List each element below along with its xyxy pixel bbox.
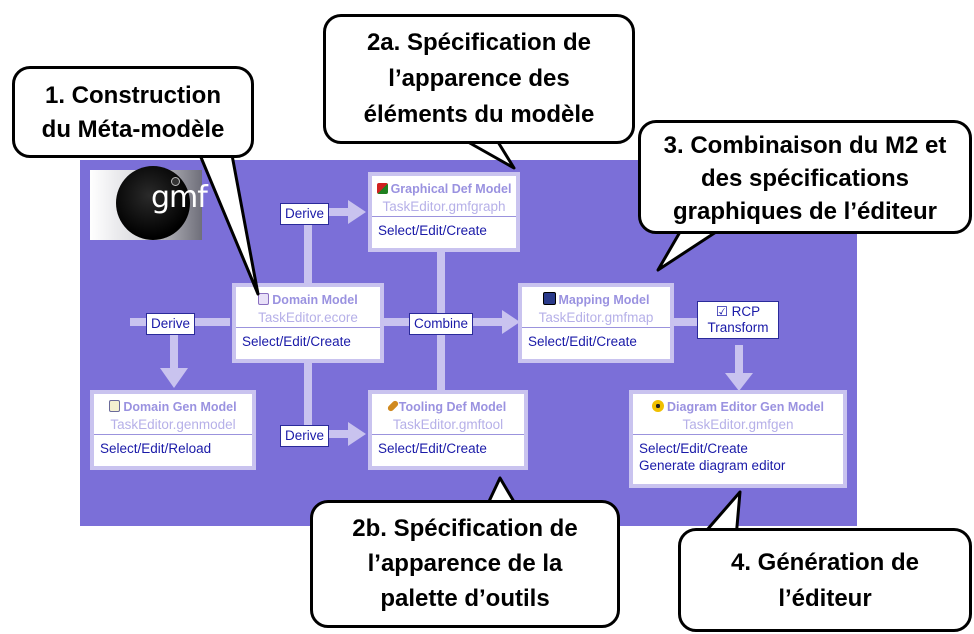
callout-line: l’apparence des bbox=[388, 65, 570, 92]
create-link[interactable]: Create bbox=[446, 223, 487, 238]
genmodel-icon bbox=[109, 400, 121, 412]
combine-label: Combine bbox=[409, 313, 474, 335]
create-link[interactable]: Create bbox=[596, 334, 637, 349]
model-title: Diagram Editor Gen Model bbox=[667, 400, 824, 414]
callout-3-combination: 3. Combinaison du M2 et des spécificatio… bbox=[638, 120, 972, 234]
callout-1-metamodel: 1. Construction du Méta-modèle bbox=[12, 66, 254, 158]
edit-link[interactable]: Edit bbox=[569, 334, 593, 349]
callout-2a-graphical: 2a. Spécification de l’apparence des élé… bbox=[323, 14, 635, 144]
model-header: Domain Gen Model TaskEditor.genmodel bbox=[94, 394, 252, 434]
model-actions: Select/Edit/Create bbox=[372, 216, 516, 239]
create-link[interactable]: Create bbox=[310, 334, 351, 349]
model-title: Domain Model bbox=[272, 293, 358, 307]
callout-line: l’apparence de la bbox=[367, 550, 563, 577]
callout-line: du Méta-modèle bbox=[41, 116, 225, 143]
mapping-icon bbox=[542, 292, 556, 305]
tooling-def-model-box: Tooling Def Model TaskEditor.gmftool Sel… bbox=[368, 390, 528, 470]
callout-line: 2a. Spécification de bbox=[366, 29, 592, 56]
radiation-icon bbox=[652, 400, 665, 412]
callout-line: 3. Combinaison du M2 et bbox=[663, 132, 947, 159]
create-link[interactable]: Create bbox=[446, 441, 487, 456]
derive-label-top: Derive bbox=[280, 203, 330, 225]
edit-link[interactable]: Edit bbox=[141, 441, 165, 456]
model-header: Tooling Def Model TaskEditor.gmftool bbox=[372, 394, 524, 434]
edit-link[interactable]: Edit bbox=[419, 441, 443, 456]
logo-dot bbox=[171, 177, 180, 186]
model-header: Graphical Def Model TaskEditor.gmfgraph bbox=[372, 176, 516, 216]
shapes-icon bbox=[376, 183, 388, 194]
select-link[interactable]: Select bbox=[639, 441, 677, 456]
generate-diagram-editor-link[interactable]: Generate diagram editor bbox=[639, 458, 786, 473]
model-actions: Select/Edit/Create Generate diagram edit… bbox=[633, 434, 843, 474]
model-title: Domain Gen Model bbox=[123, 400, 237, 414]
select-link[interactable]: Select bbox=[242, 334, 280, 349]
callout-line: 1. Construction bbox=[44, 82, 221, 109]
model-title: Mapping Model bbox=[558, 293, 650, 307]
model-file: TaskEditor.ecore bbox=[258, 310, 358, 325]
model-file: TaskEditor.gmfgraph bbox=[382, 199, 506, 214]
callout-line: 2b. Spécification de bbox=[352, 515, 578, 542]
callout-line: 4. Génération de bbox=[730, 549, 920, 576]
graphical-def-model-box: Graphical Def Model TaskEditor.gmfgraph … bbox=[368, 172, 520, 252]
model-header: Mapping Model TaskEditor.gmfmap bbox=[522, 287, 670, 327]
select-link[interactable]: Select bbox=[378, 223, 416, 238]
edit-link[interactable]: Edit bbox=[680, 441, 704, 456]
callout-4-generation: 4. Génération de l’éditeur bbox=[678, 528, 972, 632]
create-link[interactable]: Create bbox=[707, 441, 748, 456]
model-actions: Select/Edit/Create bbox=[522, 327, 670, 350]
mapping-model-box: Mapping Model TaskEditor.gmfmap Select/E… bbox=[518, 283, 674, 363]
gmf-logo-icon: gmf bbox=[116, 166, 208, 240]
transform-label: Transform bbox=[707, 320, 769, 335]
derive-label-bottom: Derive bbox=[280, 425, 330, 447]
rcp-checkbox-label[interactable]: ☑ RCP bbox=[715, 304, 761, 319]
model-file: TaskEditor.gmfgen bbox=[682, 417, 794, 432]
diagram-editor-gen-model-box: Diagram Editor Gen Model TaskEditor.gmfg… bbox=[629, 390, 847, 488]
model-actions: Select/Edit/Create bbox=[236, 327, 380, 350]
callout-line: des spécifications bbox=[700, 165, 910, 192]
gmf-logo: gmf bbox=[90, 166, 208, 240]
model-file: TaskEditor.gmftool bbox=[392, 417, 504, 432]
model-title: Tooling Def Model bbox=[398, 400, 507, 414]
logo-text: gmf bbox=[151, 180, 208, 215]
model-actions: Select/Edit/Reload bbox=[94, 434, 252, 457]
model-file: TaskEditor.gmfmap bbox=[538, 310, 654, 325]
model-header: Domain Model TaskEditor.ecore bbox=[236, 287, 380, 327]
select-link[interactable]: Select bbox=[528, 334, 566, 349]
callout-line: éléments du modèle bbox=[363, 101, 595, 128]
callout-2b-tooling: 2b. Spécification de l’apparence de la p… bbox=[310, 500, 620, 628]
model-actions: Select/Edit/Create bbox=[372, 434, 524, 457]
ecore-file-icon bbox=[258, 293, 270, 305]
model-header: Diagram Editor Gen Model TaskEditor.gmfg… bbox=[633, 394, 843, 434]
callout-line: palette d’outils bbox=[380, 585, 550, 612]
model-title: Graphical Def Model bbox=[390, 182, 512, 196]
model-file: TaskEditor.genmodel bbox=[110, 417, 236, 432]
domain-model-box: Domain Model TaskEditor.ecore Select/Edi… bbox=[232, 283, 384, 363]
edit-link[interactable]: Edit bbox=[419, 223, 443, 238]
select-link[interactable]: Select bbox=[378, 441, 416, 456]
rcp-transform-label: ☑ RCP Transform bbox=[697, 301, 779, 339]
derive-label-left: Derive bbox=[146, 313, 196, 335]
domain-gen-model-box: Domain Gen Model TaskEditor.genmodel Sel… bbox=[90, 390, 256, 470]
callout-line: l’éditeur bbox=[778, 585, 872, 612]
edit-link[interactable]: Edit bbox=[283, 334, 307, 349]
select-link[interactable]: Select bbox=[100, 441, 138, 456]
callout-line: graphiques de l’éditeur bbox=[672, 198, 938, 225]
reload-link[interactable]: Reload bbox=[168, 441, 212, 456]
